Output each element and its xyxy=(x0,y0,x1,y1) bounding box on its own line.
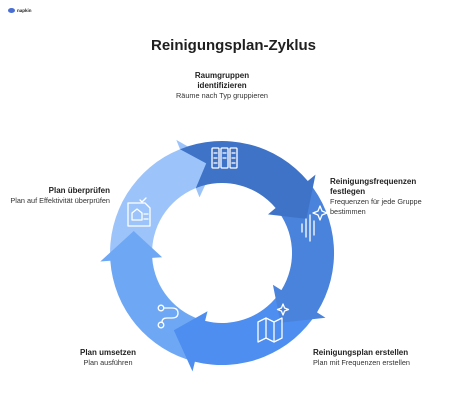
step-reinigungsfrequenzen: Reinigungsfrequenzen festlegen Frequenze… xyxy=(330,177,450,216)
step-description: Frequenzen für jede Gruppe bestimmen xyxy=(330,197,422,216)
step-title: Plan überprüfen xyxy=(48,186,110,195)
route-icon xyxy=(157,304,179,329)
ring-segment-plan-ueberpruefen xyxy=(110,139,216,261)
step-title: Raumgruppen identifizieren xyxy=(194,71,250,91)
step-plan-umsetzen: Plan umsetzen Plan ausführen xyxy=(48,348,168,368)
ring-segment-raumgruppen xyxy=(180,141,316,219)
step-raumgruppen: Raumgruppen identifizieren Räume nach Ty… xyxy=(170,71,274,101)
logo: napkin xyxy=(8,8,32,13)
step-title: Reinigungsfrequenzen festlegen xyxy=(330,177,417,197)
map-sparkle-icon xyxy=(257,303,290,343)
diagram-title: Reinigungsplan-Zyklus xyxy=(150,37,316,54)
step-title: Plan umsetzen xyxy=(79,348,136,357)
logo-text: napkin xyxy=(17,8,32,13)
checklist-icon xyxy=(127,197,151,227)
step-description: Räume nach Typ gruppieren xyxy=(176,91,268,101)
logo-mark-icon xyxy=(8,8,15,13)
step-description: Plan ausführen xyxy=(83,358,133,368)
sound-wave-sparkle-icon xyxy=(301,205,328,242)
filing-cabinet-icon xyxy=(211,147,238,169)
step-description: Plan auf Effektivität überprüfen xyxy=(10,196,110,206)
step-description: Plan mit Frequenzen erstellen xyxy=(313,358,410,368)
step-reinigungsplan-erstellen: Reinigungsplan erstellen Plan mit Freque… xyxy=(313,348,423,368)
step-title: Reinigungsplan erstellen xyxy=(313,348,409,357)
step-plan-ueberpruefen: Plan überprüfen Plan auf Effektivität üb… xyxy=(6,186,110,206)
